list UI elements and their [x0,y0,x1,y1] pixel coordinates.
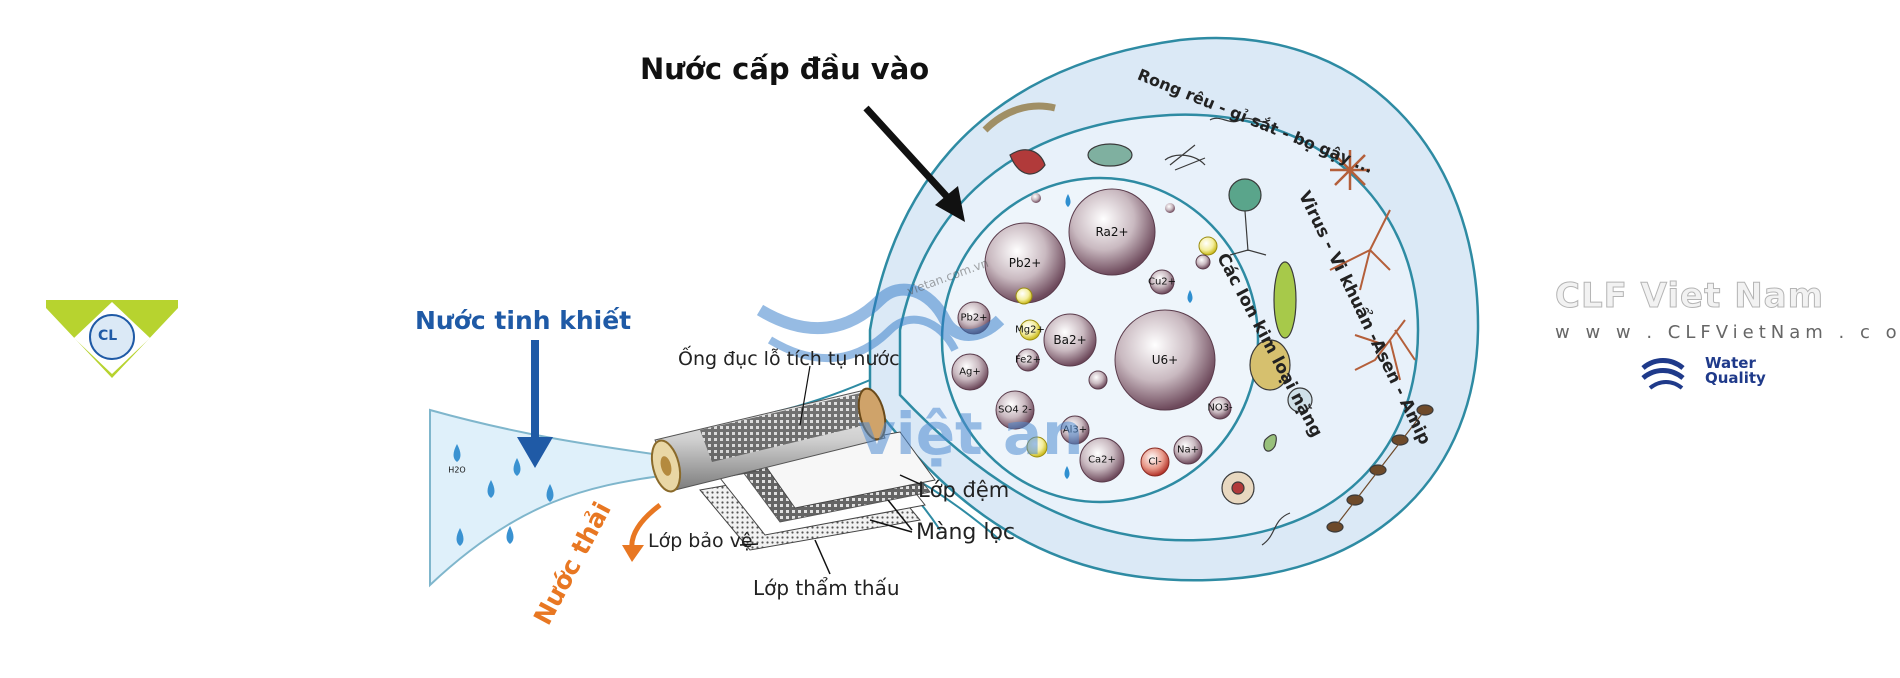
pure-water-label: Nước tinh khiết [415,306,632,335]
input-arrow [863,105,965,222]
ion-label: Ag+ [959,366,981,378]
ion-label: Fe2+ [1014,354,1042,366]
perforated-tube-label: Ống đục lỗ tích tụ nước [678,348,900,370]
ion-label: SO4 2- [998,404,1032,416]
pure-water-arrow [517,340,553,468]
cl-logo [46,300,178,378]
pure-water-channel [429,408,661,588]
watermark-logo [756,283,1005,363]
ion-label: Cu2+ [1147,276,1177,288]
ion-label: Mg2+ [1015,324,1045,336]
membrane-layers [699,431,936,575]
ion-spheres [951,188,1232,483]
water-drop-label: H2O [448,465,466,475]
membrane-tube [650,365,887,493]
ion-label: U6+ [1151,353,1179,367]
permeate-layer-label: Lớp thẩm thấu [753,576,900,600]
waste-arrow [622,503,662,562]
ion-label: Ca2+ [1088,454,1116,466]
membrane-label: Màng lọc [916,520,1016,545]
ion-label: Ba2+ [1053,333,1087,347]
protective-layer-label: Lớp bảo vệ [648,530,753,552]
watermark-text: việt an [858,400,1084,468]
ion-label: Pb2+ [1008,256,1042,270]
water-quality-logo-text: Water Quality [1705,354,1766,387]
ion-label: Al3+ [1062,424,1088,436]
ion-label: Ra2+ [1095,225,1129,239]
ion-label: NO3- [1207,402,1233,414]
input-water-label: Nước cấp đầu vào [640,52,930,86]
water-quality-logo [1641,358,1685,390]
company-website: w w w . CLFVietNam . c o m [1555,322,1900,343]
ion-label: Na+ [1177,444,1199,456]
microorganisms [1009,143,1313,505]
buffer-layer-label: Lớp đệm [918,478,1010,502]
ion-label: Cl- [1148,456,1162,468]
cl-logo-text: CL [98,328,118,344]
company-name: CLF Viet Nam [1554,276,1825,317]
algae-debris [982,102,1434,546]
ion-label: Pb2+ [960,312,988,324]
